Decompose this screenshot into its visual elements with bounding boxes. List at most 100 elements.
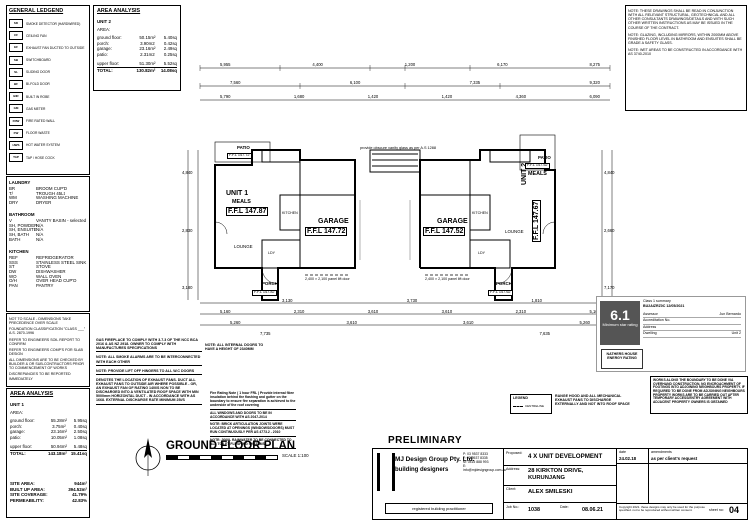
kitchen-desc: DISHWASHER [36,268,66,274]
kitchen-code: WO [9,273,17,279]
area_top-m2: 23.16m² [139,46,156,51]
general-note: NOTE: GLAZING, INCLUDING MIRRORS, WITHIN… [628,32,742,45]
area_bottom-m2: 23.16m² [50,429,67,434]
unit2-lounge-label: LOUNGE [505,229,524,234]
fire-note: ALL WINDOWS AND DOORS TO BE IN ACCORDANC… [210,411,296,422]
dimension-label: 2,660 [604,227,615,233]
address-label: Address: [506,467,521,471]
amend-divider [617,463,747,464]
area_top-label: upper floor: [97,61,120,66]
dims-right: 4,840 2,660 7,170 [604,170,614,290]
laundry-code: BR [9,186,16,191]
left-note: REFER TO ENGINEERS COMP'S FOR SLAB DESIG… [9,347,83,356]
area_bottom-label: garage: [10,429,25,434]
garage1-ffl: F.F.L 147.72 [305,227,348,236]
kitchen-code: ST [9,264,15,270]
site-row: BUILT UP AREA:394.52m² [10,487,87,493]
dimension-label: 3,180 [182,285,193,290]
bathroom-desc: N/A [36,222,44,228]
dimension-label: 7,560 [230,80,241,85]
site-label: PERMEABILITY: [10,498,44,504]
area-unit1-area-label: AREA: [10,410,24,415]
laundry-desc: DRYER [36,199,52,205]
laundry-desc: WASHING MACHINE [36,195,79,201]
sheet-label: sheet no: [709,508,724,512]
dimension-label: 7,335 [469,80,481,85]
dimension-label: 8,275 [589,62,600,67]
area-analysis-unit2-title: AREA ANALYSIS [97,8,141,14]
porch2-label: PORCH [496,281,512,286]
legend-abbr: GM [9,104,23,114]
area-unit2-area-label: AREA: [97,27,111,32]
dimension-label: 2,830 [182,227,193,233]
site-value: 944m² [74,481,87,486]
kitchen-desc: WALL OVEN [36,273,62,279]
site-row: PERMEABILITY:42.83% [10,498,87,504]
bathroom-desc: N/A [36,236,44,242]
dimension-label: 7,635 [539,331,550,336]
dimension-label: 6,100 [349,80,361,85]
area_top-sq: 14.08sq [160,67,177,73]
mid-note: DENOTES THE LOCATION OF EXHAUST FANS. DU… [96,378,202,405]
dimension-label: 7,170 [604,285,615,290]
dimension-label: 2,310 [515,309,527,314]
bathroom-title: BATHROOM [9,212,35,217]
area_top-label: garage: [97,46,112,51]
energy-field-row: Address [643,325,741,332]
registered-practitioner: registered building practitioner [385,503,493,514]
area_top-m2: 3.90m2 [140,40,155,46]
legend-abbr: BIR [9,92,23,102]
amend-bottom-divider [617,503,747,504]
patio1-label: PATIO [237,145,250,150]
dimension-label: 4,840 [604,170,615,175]
unit1-meals-label: MEALS [232,199,251,205]
site-value: 41.79% [72,492,87,498]
dimension-label: 3,730 [406,298,418,303]
area_bottom-m2: 50.94m² [50,444,67,449]
legend-abbr: TAP [9,153,23,163]
dimension-label: 1,200 [404,62,416,67]
star-rating-value: 6.1 [610,307,630,323]
legend-abbr: BF [9,79,23,89]
left-note: REFER TO ENGINEERS SOIL REPORT TO CONFIR… [9,337,80,346]
energy-field-value: Unit 2 [731,331,741,336]
dimension-label: 3,610 [367,309,379,314]
area_bottom-m2: 55.28m² [50,418,67,423]
legend-text: SLIDING DOOR [26,70,50,75]
top-right-notes-list: NOTE: THESE DRAWINGS SHALL BE READ IN CO… [628,9,743,59]
star-rating-badge: 6.1 Minimum star rating [600,301,640,345]
legend-abbr: FW [9,128,23,138]
bathroom-code: SH, BATH [9,231,29,237]
area-analysis-unit1-title: AREA ANALYSIS [10,391,54,397]
firm-contact-line: E: info@mjdesigngroup.com.au [463,464,507,473]
kitchen-desc: OVER HEAD CUP'D [36,278,77,284]
boundary-note-box: WORKS ALONG THE BOUNDARY TO BE DONE VIA … [650,376,748,414]
laundry-desc: TROUGH 45Lt [36,190,65,196]
proposed-value: 4 X UNIT DEVELOPMENT [528,453,603,460]
fire-note: NOTE: BRICK ARTICULATION JOINTS WERE LOC… [210,423,296,438]
dimension-label: 3,610 [463,320,474,325]
amend-date-label: date [619,450,626,454]
